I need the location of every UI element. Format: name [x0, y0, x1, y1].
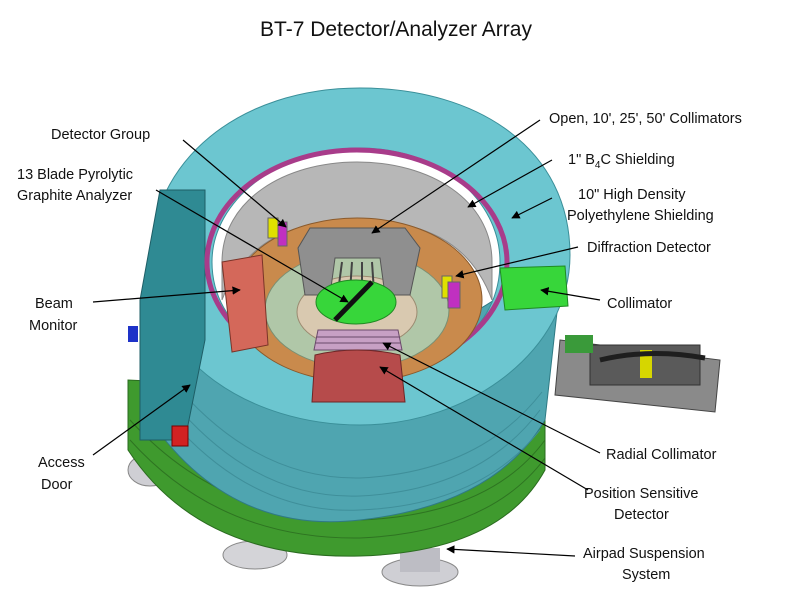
diagram-title: BT-7 Detector/Analyzer Array [260, 18, 532, 41]
label-analyzer-line1: 13 Blade Pyrolytic [17, 167, 134, 183]
label-access-door-line2: Door [41, 477, 73, 493]
radial-collimator-block [313, 329, 403, 351]
label-airpad-line2: System [622, 567, 671, 583]
label-analyzer-line2: Graphite Analyzer [17, 188, 133, 204]
label-diffraction-detector: Diffraction Detector [587, 240, 711, 256]
label-beam-monitor-line1: Beam [35, 296, 73, 312]
diffraction-detector [441, 275, 461, 309]
label-psd-line1: Position Sensitive [584, 486, 699, 502]
b4c-pre: 1" B [568, 152, 595, 168]
label-b4c-shielding: 1" B4C Shielding [568, 149, 675, 177]
label-detector-group: Detector Group [51, 127, 151, 143]
label-airpad-line1: Airpad Suspension [583, 546, 705, 562]
label-collimators: Open, 10', 25', 50' Collimators [549, 111, 742, 127]
callout-lines [92, 119, 601, 557]
label-access-door-line1: Access [38, 455, 85, 471]
side-mechanism [554, 335, 721, 413]
label-radial-collimator: Radial Collimator [606, 447, 717, 463]
collimator-block [499, 265, 569, 311]
label-psd-line2: Detector [614, 507, 669, 523]
label-poly-line1: 10" High Density [578, 187, 686, 203]
collimator-carousel [297, 227, 421, 296]
beam-monitor [221, 254, 269, 353]
b4c-post: C Shielding [600, 152, 675, 168]
position-sensitive-detector [311, 349, 406, 403]
label-beam-monitor-line2: Monitor [29, 318, 78, 334]
label-collimator: Collimator [607, 296, 673, 312]
label-poly-line2: Polyethylene Shielding [567, 208, 714, 224]
b4c-subscript: 4 [594, 159, 601, 171]
